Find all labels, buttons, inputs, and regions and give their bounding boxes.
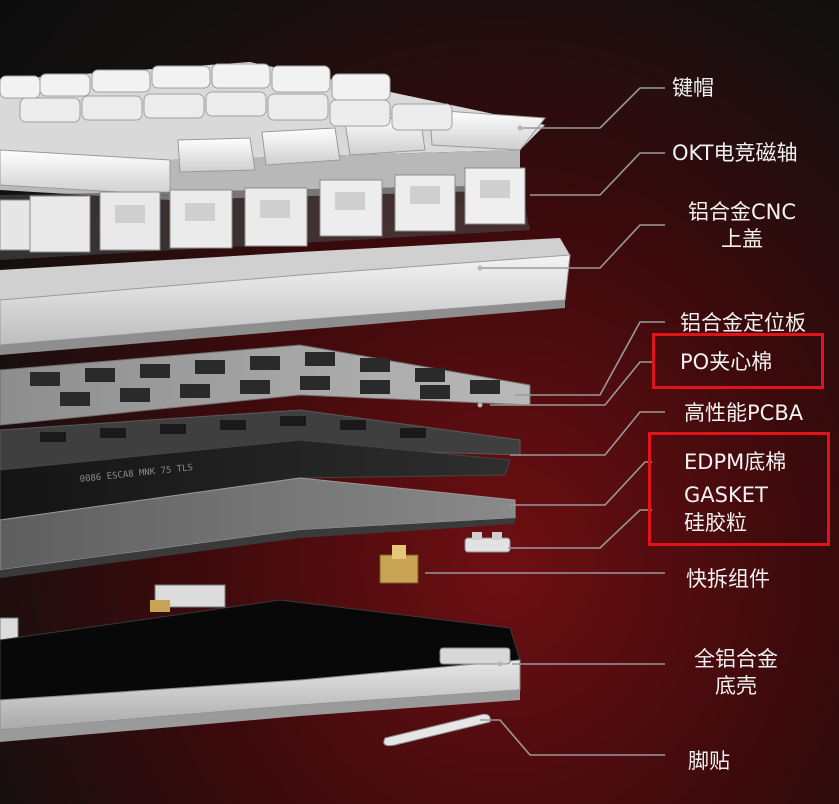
label-pcba: 高性能PCBA	[684, 401, 804, 425]
plate-layer	[0, 344, 531, 426]
rubber-feet	[383, 713, 491, 747]
label-top-case-line1: 铝合金CNC	[687, 200, 797, 224]
label-po-foam: PO夹心棉	[680, 350, 773, 374]
edpm-foam-layer	[0, 477, 516, 578]
label-gasket-line2: 硅胶粒	[684, 511, 747, 535]
label-feet: 脚贴	[688, 749, 730, 773]
leader-dot-bottom-case	[497, 661, 503, 667]
leader-line-switches	[530, 152, 665, 196]
label-bottom-case-line1: 全铝合金	[694, 647, 778, 671]
leader-line-gasket	[508, 509, 652, 549]
top-case-layer	[0, 238, 571, 355]
leader-line-top-case	[480, 224, 665, 269]
switches-layer	[0, 167, 530, 260]
label-bottom-case-line2: 底壳	[715, 674, 757, 698]
highlight-box-po-foam	[652, 333, 824, 389]
label-edpm-foam: EDPM底棉	[684, 450, 787, 474]
leader-lines	[425, 87, 665, 756]
leader-line-feet	[480, 719, 665, 756]
leader-dot-keycaps	[517, 125, 523, 131]
keycaps-layer	[0, 62, 546, 200]
leader-line-plate	[515, 321, 665, 396]
label-quick-release: 快拆组件	[686, 567, 770, 591]
leader-dot-top-case	[477, 265, 483, 271]
label-top-case-line2: 上盖	[721, 227, 763, 251]
leader-dot-pcba	[477, 402, 483, 408]
label-plate: 铝合金定位板	[680, 311, 806, 335]
label-switches: OKT电竞磁轴	[672, 141, 798, 165]
label-keycaps: 键帽	[672, 76, 714, 100]
pcba-layer: 0086 ESCA8 MNK 75 TLS	[0, 439, 511, 521]
bottom-case-layer	[0, 599, 521, 742]
leader-line-po-foam	[490, 361, 652, 406]
gasket-pieces	[464, 532, 511, 553]
highlight-box-edpm-gasket	[648, 432, 830, 546]
leader-line-keycaps	[520, 87, 665, 129]
leader-line-pcba	[510, 411, 665, 456]
quick-release-parts	[0, 545, 419, 641]
label-gasket-line1: GASKET	[684, 483, 768, 507]
leader-line-edpm	[510, 461, 652, 506]
